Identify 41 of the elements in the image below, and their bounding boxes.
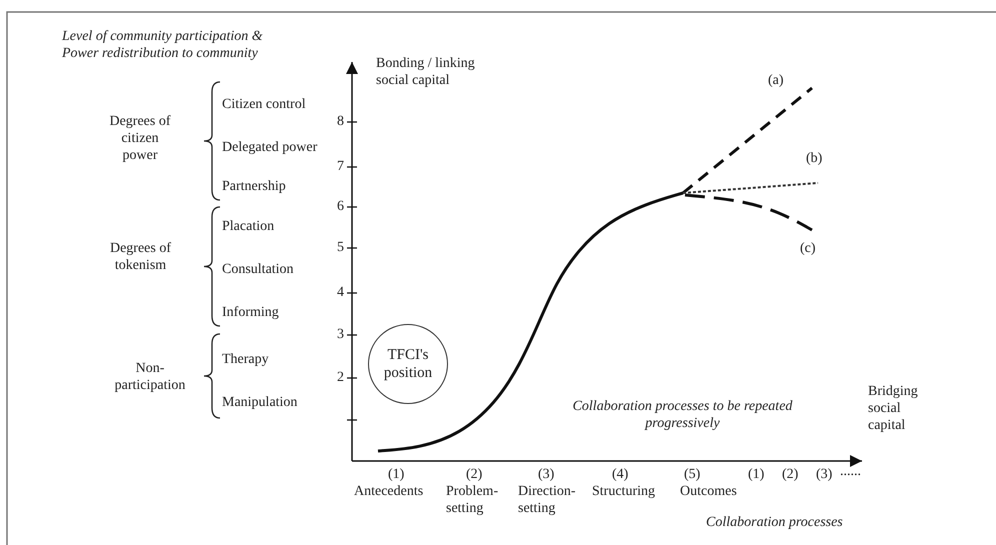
group-label: Non-participation: [114, 360, 186, 394]
stage-number: (1): [388, 466, 404, 483]
axis-note: Collaboration processes: [706, 514, 843, 531]
stage-label: Antecedents: [354, 483, 424, 500]
level-label: Placation: [222, 218, 274, 235]
stage-number: (4): [612, 466, 628, 483]
group-label: Degrees of tokenism: [108, 240, 172, 274]
level-label: Partnership: [222, 178, 286, 195]
stage-number: (3): [816, 466, 832, 483]
stage-number: (1): [748, 466, 764, 483]
level-label: Consultation: [222, 261, 294, 278]
level-label: Informing: [222, 304, 279, 321]
stage-number: (3): [538, 466, 554, 483]
curve-label: (b): [806, 150, 822, 167]
tick-label: 7: [336, 158, 344, 175]
stage-label: Problem-setting: [446, 483, 500, 517]
tick-label: 8: [336, 113, 344, 130]
level-label: Manipulation: [222, 394, 298, 411]
curve-label: (a): [768, 72, 784, 89]
stage-label: Direction-setting: [518, 483, 577, 517]
stage-number: (2): [466, 466, 482, 483]
curve-label: (c): [800, 240, 816, 257]
stage-label: Structuring: [592, 483, 655, 500]
level-label: Delegated power: [222, 139, 318, 156]
tick-label: 5: [336, 239, 344, 256]
axis-title: Bonding / linking social capital: [376, 55, 476, 89]
ellipsis-dots: ......: [840, 463, 861, 480]
tick-label: 3: [336, 326, 344, 343]
tick-label: 4: [336, 284, 344, 301]
axis-title: Bridging social capital: [868, 383, 919, 434]
axis-title: Level of community participation & Power redistribution to community: [62, 28, 264, 62]
axis-note: Collaboration processes to be repeated progressively: [572, 398, 794, 432]
stage-number: (5): [684, 466, 700, 483]
tick-label: 2: [336, 369, 344, 386]
group-label: Degrees of citizen power: [108, 113, 172, 164]
level-label: Therapy: [222, 351, 269, 368]
level-label: Citizen control: [222, 96, 306, 113]
tick-label: 6: [336, 198, 344, 215]
node-text: TFCI's position: [382, 346, 434, 382]
stage-label: Outcomes: [680, 483, 737, 500]
stage-number: (2): [782, 466, 798, 483]
